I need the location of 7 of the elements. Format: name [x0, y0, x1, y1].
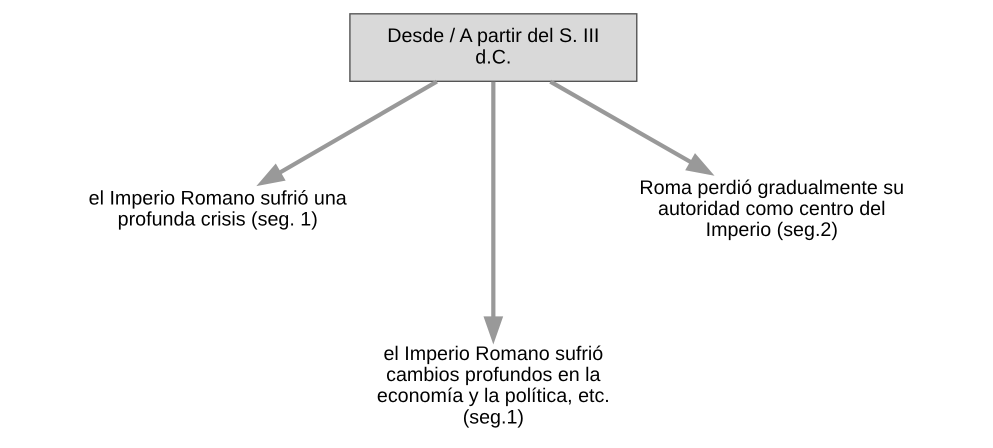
node-text: el Imperio Romano sufrió cambios profundos en la economía y la política, etc. (seg.1): [376, 342, 610, 428]
node-text: Roma perdió gradualmente su autoridad como centro del Imperio (seg.2): [639, 177, 904, 242]
arrow: [256, 80, 438, 186]
node-box: Desde / A partir del S. III d.C.: [349, 13, 638, 82]
arrow: [483, 82, 504, 345]
arrow: [549, 80, 715, 176]
node-text: el Imperio Romano sufrió una profunda crisis (seg. 1): [88, 188, 347, 231]
